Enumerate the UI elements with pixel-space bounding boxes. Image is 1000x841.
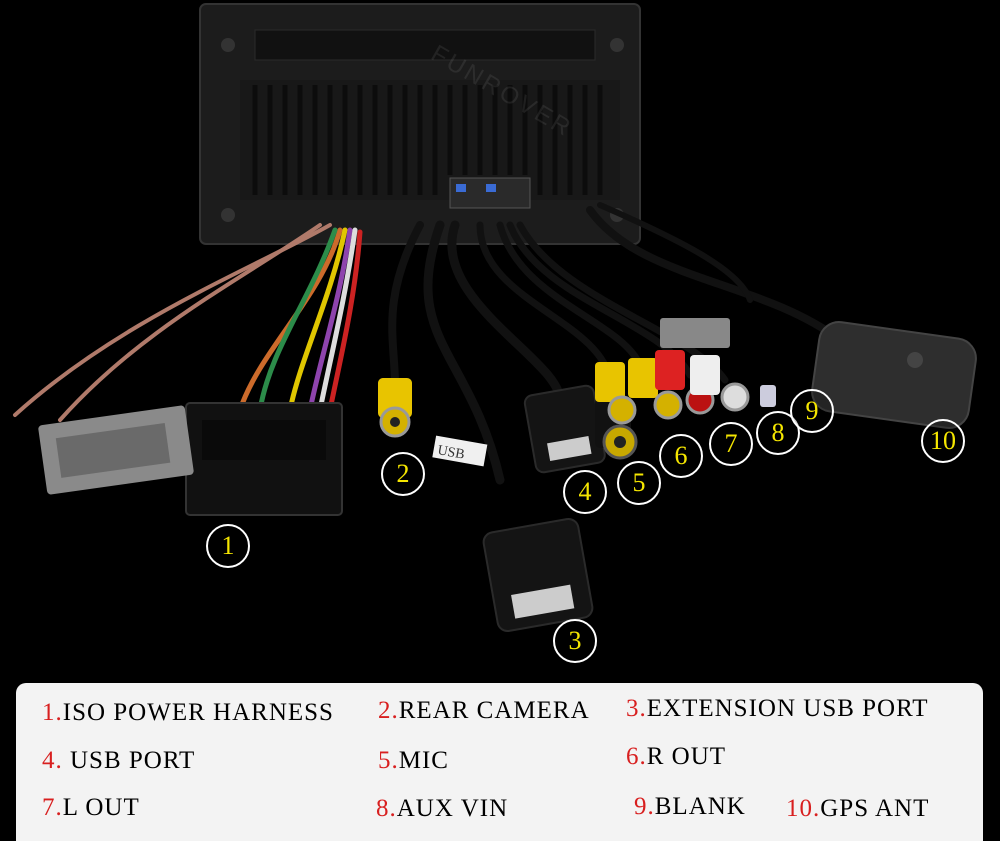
callout-7: 7 xyxy=(709,422,753,466)
extension-usb-connector: USB xyxy=(432,435,594,632)
gps-antenna xyxy=(811,321,977,429)
legend-number: 5. xyxy=(378,747,399,774)
legend-panel: 1.ISO POWER HARNESS 2.REAR CAMERA 3.EXTE… xyxy=(16,683,983,841)
callout-9: 9 xyxy=(790,389,834,433)
legend-number: 2. xyxy=(378,697,399,724)
legend-item-9: 9.BLANK xyxy=(634,793,746,821)
legend-label: USB PORT xyxy=(62,747,196,774)
legend-label: L OUT xyxy=(62,794,140,821)
callout-5: 5 xyxy=(617,461,661,505)
usb-port-connector xyxy=(523,384,606,474)
usb-label-tag: USB xyxy=(436,443,465,463)
callout-3: 3 xyxy=(553,619,597,663)
rear-camera-rca-connector xyxy=(378,378,412,438)
legend-label: MIC xyxy=(398,747,449,774)
legend-number: 4. xyxy=(42,747,63,774)
legend-number: 1. xyxy=(42,699,63,726)
callout-4: 4 xyxy=(563,470,607,514)
legend-item-4: 4. USB PORT xyxy=(42,747,195,775)
legend-item-3: 3.EXTENSION USB PORT xyxy=(626,695,929,723)
legend-label: BLANK xyxy=(654,793,746,820)
callout-2: 2 xyxy=(381,452,425,496)
legend-item-8: 8.AUX VIN xyxy=(376,795,508,823)
legend-item-10: 10.GPS ANT xyxy=(786,795,929,823)
iso-power-harness-connector xyxy=(38,402,343,516)
legend-item-6: 6.R OUT xyxy=(626,743,726,771)
legend-label: R OUT xyxy=(646,743,727,770)
legend-label: REAR CAMERA xyxy=(398,697,590,724)
rca-connectors xyxy=(595,318,776,425)
callout-1: 1 xyxy=(206,524,250,568)
legend-item-5: 5.MIC xyxy=(378,747,449,775)
legend-number: 8. xyxy=(376,795,397,822)
legend-number: 3. xyxy=(626,695,647,722)
legend-label: AUX VIN xyxy=(396,795,509,822)
legend-number: 10. xyxy=(786,795,821,822)
product-photo: USB xyxy=(13,3,977,632)
legend-number: 9. xyxy=(634,793,655,820)
legend-item-1: 1.ISO POWER HARNESS xyxy=(42,699,334,727)
head-unit-back-panel xyxy=(199,3,641,245)
legend-item-2: 2.REAR CAMERA xyxy=(378,697,590,725)
legend-item-7: 7.L OUT xyxy=(42,794,140,822)
legend-label: EXTENSION USB PORT xyxy=(646,695,929,722)
callout-6: 6 xyxy=(659,434,703,478)
legend-label: GPS ANT xyxy=(820,795,930,822)
callout-10: 10 xyxy=(921,419,965,463)
legend-number: 6. xyxy=(626,743,647,770)
legend-number: 7. xyxy=(42,794,63,821)
legend-label: ISO POWER HARNESS xyxy=(62,699,334,726)
